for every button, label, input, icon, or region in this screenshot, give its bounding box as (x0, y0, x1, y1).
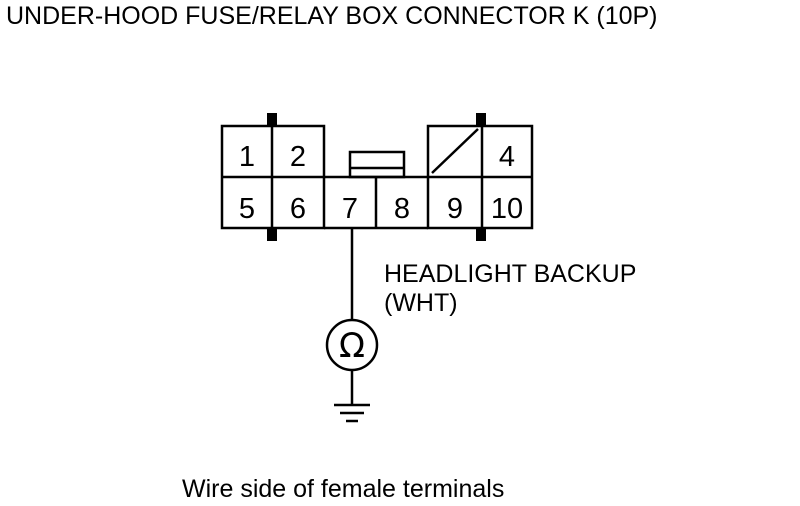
wire-name-label: HEADLIGHT BACKUP (384, 260, 636, 288)
unused-cavity-3 (431, 128, 479, 174)
ground-icon (334, 403, 370, 423)
locking-tab (348, 150, 406, 179)
pin-7-label: 7 (342, 193, 358, 225)
wire-color-label: (WHT) (384, 289, 458, 317)
pin-2-label: 2 (290, 141, 306, 173)
pin-4-label: 4 (499, 141, 515, 173)
guide-key-top-left (267, 113, 277, 126)
guide-key-top-right (476, 113, 486, 126)
guide-key-bottom-left (267, 228, 277, 241)
diagram-title: UNDER-HOOD FUSE/RELAY BOX CONNECTOR K (1… (6, 2, 658, 30)
ohm-symbol: Ω (339, 326, 365, 366)
pin-9-label: 9 (447, 193, 463, 225)
pin-5-label: 5 (239, 193, 255, 225)
pin-10-label: 10 (491, 193, 523, 225)
pin-8-label: 8 (394, 193, 410, 225)
view-caption: Wire side of female terminals (182, 475, 504, 503)
guide-key-bottom-right (476, 228, 486, 241)
pin-1-label: 1 (239, 141, 255, 173)
pin-6-label: 6 (290, 193, 306, 225)
